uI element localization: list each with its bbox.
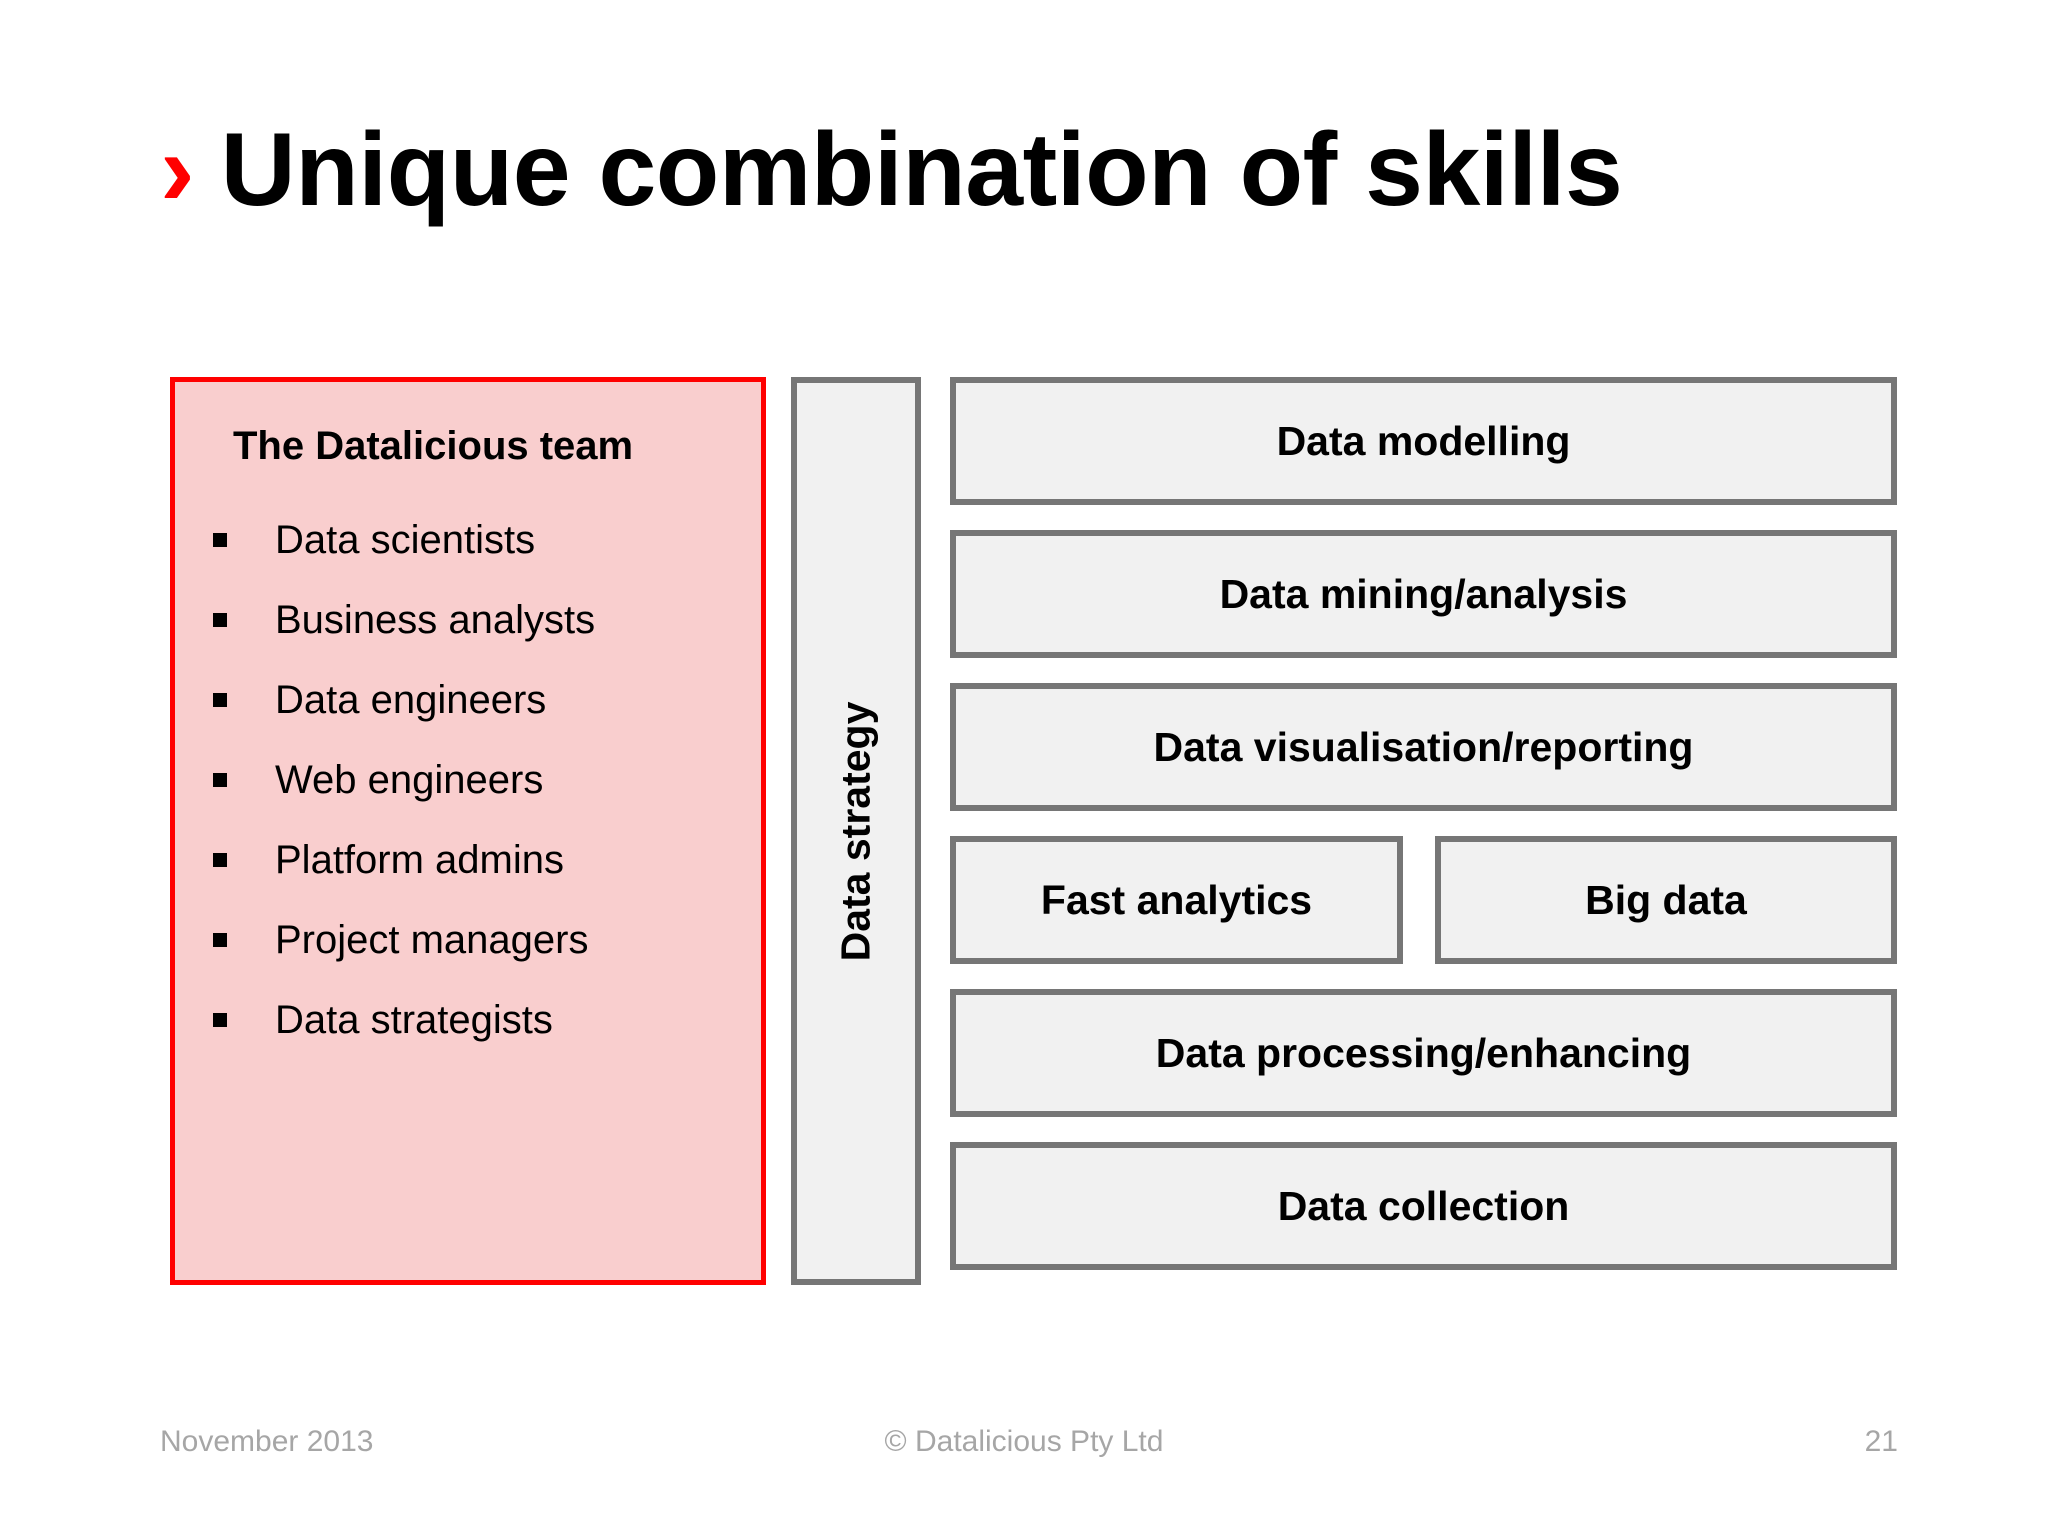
bullet-square-icon xyxy=(213,613,227,627)
process-row-fast-analytics-big-data: Fast analytics Big data xyxy=(950,836,1897,964)
bullet-square-icon xyxy=(213,693,227,707)
process-row-data-collection: Data collection xyxy=(950,1142,1897,1270)
list-item-label: Project managers xyxy=(275,917,589,962)
process-row-data-processing: Data processing/enhancing xyxy=(950,989,1897,1117)
list-item: Data strategists xyxy=(205,980,751,1060)
process-box-data-processing-enhancing: Data processing/enhancing xyxy=(950,989,1897,1117)
list-item: Web engineers xyxy=(205,740,751,820)
bullet-square-icon xyxy=(213,853,227,867)
list-item-label: Data strategists xyxy=(275,997,553,1042)
list-item-label: Data scientists xyxy=(275,517,536,562)
process-box-fast-analytics: Fast analytics xyxy=(950,836,1403,964)
bullet-square-icon xyxy=(213,533,227,547)
list-item: Business analysts xyxy=(205,580,751,660)
bullet-square-icon xyxy=(213,933,227,947)
list-item-label: Business analysts xyxy=(275,597,596,642)
process-row-data-modelling: Data modelling xyxy=(950,377,1897,505)
list-item: Data engineers xyxy=(205,660,751,740)
process-box-data-collection: Data collection xyxy=(950,1142,1897,1270)
bullet-square-icon xyxy=(213,773,227,787)
data-strategy-label: Data strategy xyxy=(832,701,879,961)
slide-footer: November 2013 © Datalicious Pty Ltd 21 xyxy=(0,1425,2048,1471)
process-box-data-mining-analysis: Data mining/analysis xyxy=(950,530,1897,658)
list-item: Project managers xyxy=(205,900,751,980)
data-strategy-column: Data strategy xyxy=(791,377,921,1285)
process-row-data-visualisation: Data visualisation/reporting xyxy=(950,683,1897,811)
list-item-label: Data engineers xyxy=(275,677,547,722)
footer-copyright: © Datalicious Pty Ltd xyxy=(884,1425,1164,1458)
title-chevron-icon: › xyxy=(160,112,195,228)
footer-date: November 2013 xyxy=(160,1425,374,1458)
team-role-list: Data scientists Business analysts Data e… xyxy=(205,500,751,1060)
process-box-big-data: Big data xyxy=(1435,836,1897,964)
list-item-label: Platform admins xyxy=(275,837,564,882)
list-item: Platform admins xyxy=(205,820,751,900)
page-title: › Unique combination of skills xyxy=(160,112,1623,228)
team-panel: The Datalicious team Data scientists Bus… xyxy=(170,377,766,1285)
title-text: Unique combination of skills xyxy=(220,112,1623,228)
list-item: Data scientists xyxy=(205,500,751,580)
process-box-data-visualisation-reporting: Data visualisation/reporting xyxy=(950,683,1897,811)
team-panel-heading: The Datalicious team xyxy=(233,424,634,468)
process-box-data-modelling: Data modelling xyxy=(950,377,1897,505)
list-item-label: Web engineers xyxy=(275,757,544,802)
footer-page-number: 21 xyxy=(1864,1425,1898,1458)
process-stack: Data modelling Data mining/analysis Data… xyxy=(950,377,1897,1285)
bullet-square-icon xyxy=(213,1013,227,1027)
process-row-data-mining: Data mining/analysis xyxy=(950,530,1897,658)
